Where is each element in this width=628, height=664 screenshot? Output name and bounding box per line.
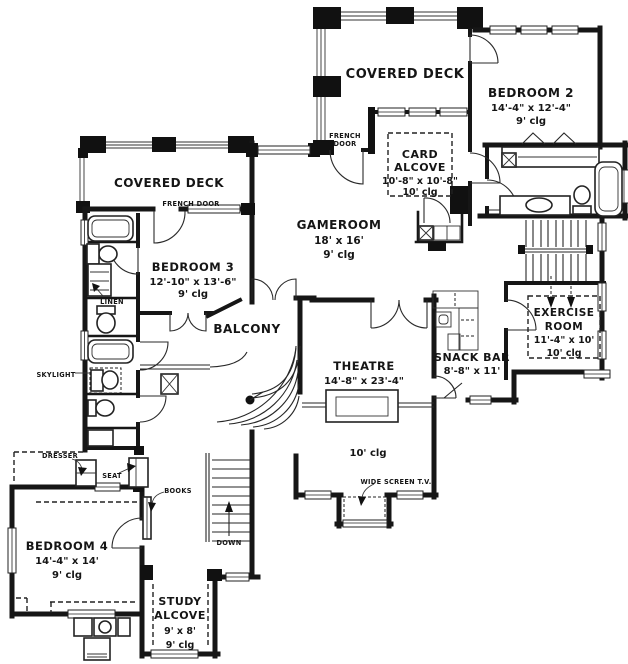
stairs-right: [518, 220, 593, 308]
clg-label-card-alcove: 10' clg: [402, 187, 437, 198]
room-label-gameroom: GAMEROOM: [297, 218, 382, 232]
dresser-builtin: [75, 459, 97, 487]
chase-box-hall: [160, 373, 179, 395]
bathtub-right: [594, 161, 623, 217]
dim-label-exercise: 11'-4" x 10': [534, 335, 595, 346]
dashed-alcove-outlines: [13, 132, 601, 648]
room-label-card-alcove-1: CARD: [402, 148, 438, 161]
walls-bath-dividers: [83, 240, 140, 430]
stairs-curved: [216, 347, 300, 430]
cabinet-left: [87, 429, 114, 447]
toilet-right: [572, 185, 592, 215]
clg-label-bedroom2: 9' clg: [516, 116, 546, 127]
annotation-seat: SEAT: [102, 472, 122, 480]
bathtub-left-1: [87, 215, 134, 242]
room-label-covered-deck-top: COVERED DECK: [346, 67, 465, 82]
porch-columns-bottom: [73, 617, 131, 661]
room-label-theatre: THEATRE: [333, 359, 394, 373]
dim-label-gameroom: 18' x 16': [314, 235, 364, 247]
clg-label-exercise: 10' clg: [546, 348, 581, 359]
annotation-french-door-top-1: FRENCH: [329, 132, 361, 140]
clg-label-bedroom3: 9' clg: [178, 289, 208, 300]
media-console: [302, 389, 434, 423]
annotation-dresser: DRESSER: [42, 452, 78, 460]
clg-label-theatre: 10' clg: [350, 448, 387, 459]
room-label-study-1: STUDY: [158, 595, 202, 608]
room-label-exercise-1: EXERCISE: [534, 307, 595, 319]
toilet-left-3: [87, 399, 115, 417]
annotation-linen: LINEN: [100, 298, 124, 306]
room-label-card-alcove-2: ALCOVE: [394, 161, 446, 174]
bookshelf: [142, 496, 152, 540]
annotation-down: DOWN: [216, 539, 241, 547]
deck-columns: [76, 7, 483, 213]
annotation-books: BOOKS: [164, 487, 192, 495]
balcony-railing: [140, 345, 301, 399]
room-label-exercise-2: ROOM: [545, 321, 583, 333]
dim-label-bedroom3: 12'-10" x 13'-6": [150, 277, 237, 288]
vanity-left-1: [86, 243, 100, 265]
annotation-french-door-top-2: DOOR: [334, 140, 357, 148]
room-label-bedroom2: BEDROOM 2: [488, 86, 574, 100]
toilet-left-2: [96, 305, 116, 334]
room-label-balcony: BALCONY: [213, 322, 280, 336]
dim-label-theatre: 14'-8" x 23'-4": [324, 376, 404, 387]
dim-label-card-alcove: 10'-8" x 10'-8": [382, 176, 458, 187]
labels: COVERED DECK BEDROOM 2 14'-4" x 12'-4" 9…: [26, 67, 595, 651]
vanity-right: [499, 195, 571, 216]
annotation-french-door-left: FRENCH DOOR: [162, 200, 219, 208]
clg-label-bedroom4: 9' clg: [52, 570, 82, 581]
dim-label-bedroom2: 14'-4" x 12'-4": [491, 103, 571, 114]
clg-label-gameroom: 9' clg: [323, 249, 355, 261]
seat-nook: [128, 457, 149, 488]
annotation-wide-screen-tv: WIDE SCREEN T.V.: [360, 478, 431, 486]
linen-closet: [87, 263, 112, 297]
closet-bedroom2: [501, 132, 600, 168]
windows: [7, 25, 628, 659]
snack-bar-counter: [432, 290, 479, 399]
wet-bar-closet: [414, 186, 468, 251]
dim-label-study: 9' x 8': [164, 626, 196, 637]
room-label-covered-deck-left: COVERED DECK: [114, 176, 224, 190]
room-label-bedroom3: BEDROOM 3: [152, 260, 235, 274]
clg-label-study: 9' clg: [166, 640, 195, 651]
room-label-study-2: ALCOVE: [154, 609, 206, 622]
skylight-box: [89, 367, 122, 394]
room-label-snack-bar: SNACK BAR: [434, 351, 510, 364]
bathtub-left-2: [87, 339, 134, 364]
stairs-main-down: [205, 453, 250, 542]
annotation-arrows: [71, 283, 375, 512]
dim-label-bedroom4: 14'-4" x 14': [35, 556, 99, 567]
doors: [109, 34, 537, 549]
room-label-bedroom4: BEDROOM 4: [26, 539, 109, 553]
annotation-skylight: SKYLIGHT: [36, 371, 75, 379]
dim-label-snack-bar: 8'-8" x 11': [444, 366, 501, 377]
